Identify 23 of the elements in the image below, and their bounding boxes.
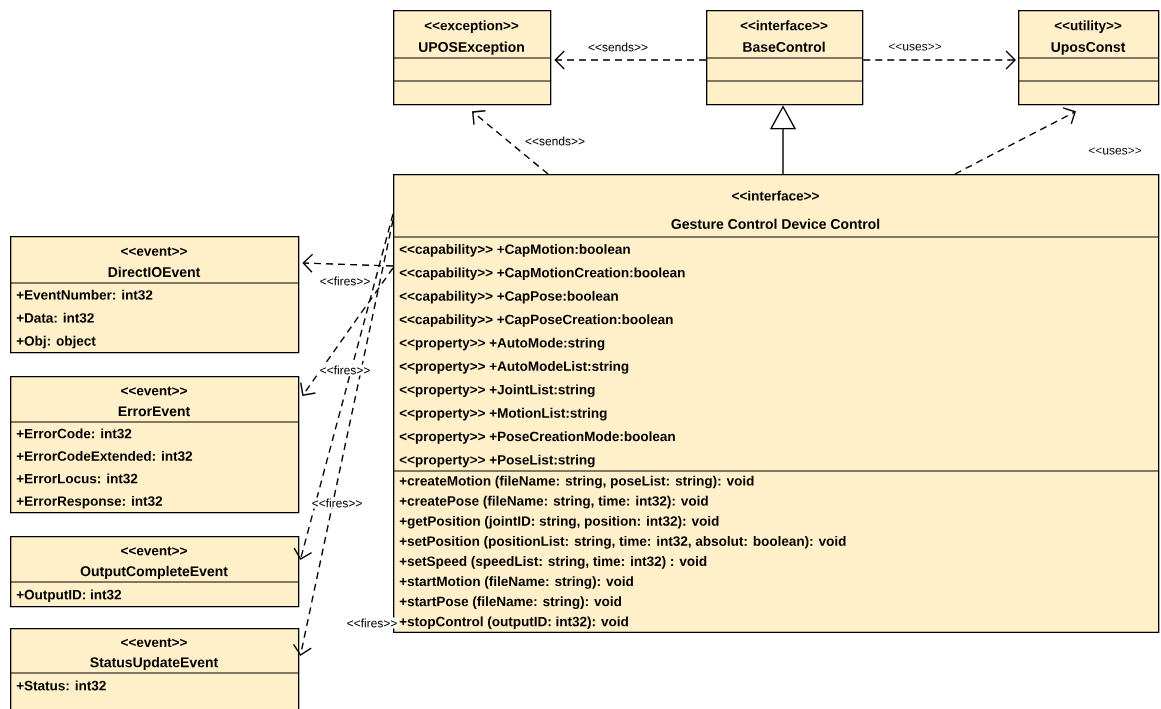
arrow	[554, 50, 707, 70]
edge-label: <<uses>>	[1087, 146, 1143, 156]
edge-label: <<sends>>	[587, 41, 650, 53]
edge-label: <<sends>>	[524, 135, 587, 147]
edge-label: <<fires>>	[310, 497, 364, 509]
arrow	[293, 213, 394, 560]
class-box: <<utility>> UposConst	[1017, 10, 1160, 106]
class-box: <<event>> StatusUpdateEvent +Status: int32	[9, 628, 300, 709]
class-box: <<event>> OutputCompleteEvent +OutputID: int32	[9, 536, 300, 608]
class-box: <<event>> ErrorEvent +ErrorCode: int32 +ErrorCodeExtended: int32 +ErrorLocus: int32 +ErrorResponse: int32	[9, 376, 300, 514]
arrow	[472, 110, 549, 175]
arrow	[292, 219, 394, 656]
edge-label: <<fires>>	[318, 275, 372, 287]
arrow	[302, 253, 394, 274]
edge-label: <<fires>>	[345, 617, 399, 629]
arrow	[300, 267, 394, 396]
edge-label: <<fires>>	[318, 364, 372, 376]
class-box: <<interface>> BaseControl	[705, 10, 864, 106]
class-box: <<event>> DirectIOEvent +EventNumber: int32 +Data: int32 +Obj: object	[9, 236, 300, 354]
arrow	[862, 50, 1016, 70]
edge-label: <<uses>>	[887, 42, 943, 52]
arrow	[954, 107, 1076, 175]
class-box: <<exception>> UPOSException	[392, 10, 552, 106]
